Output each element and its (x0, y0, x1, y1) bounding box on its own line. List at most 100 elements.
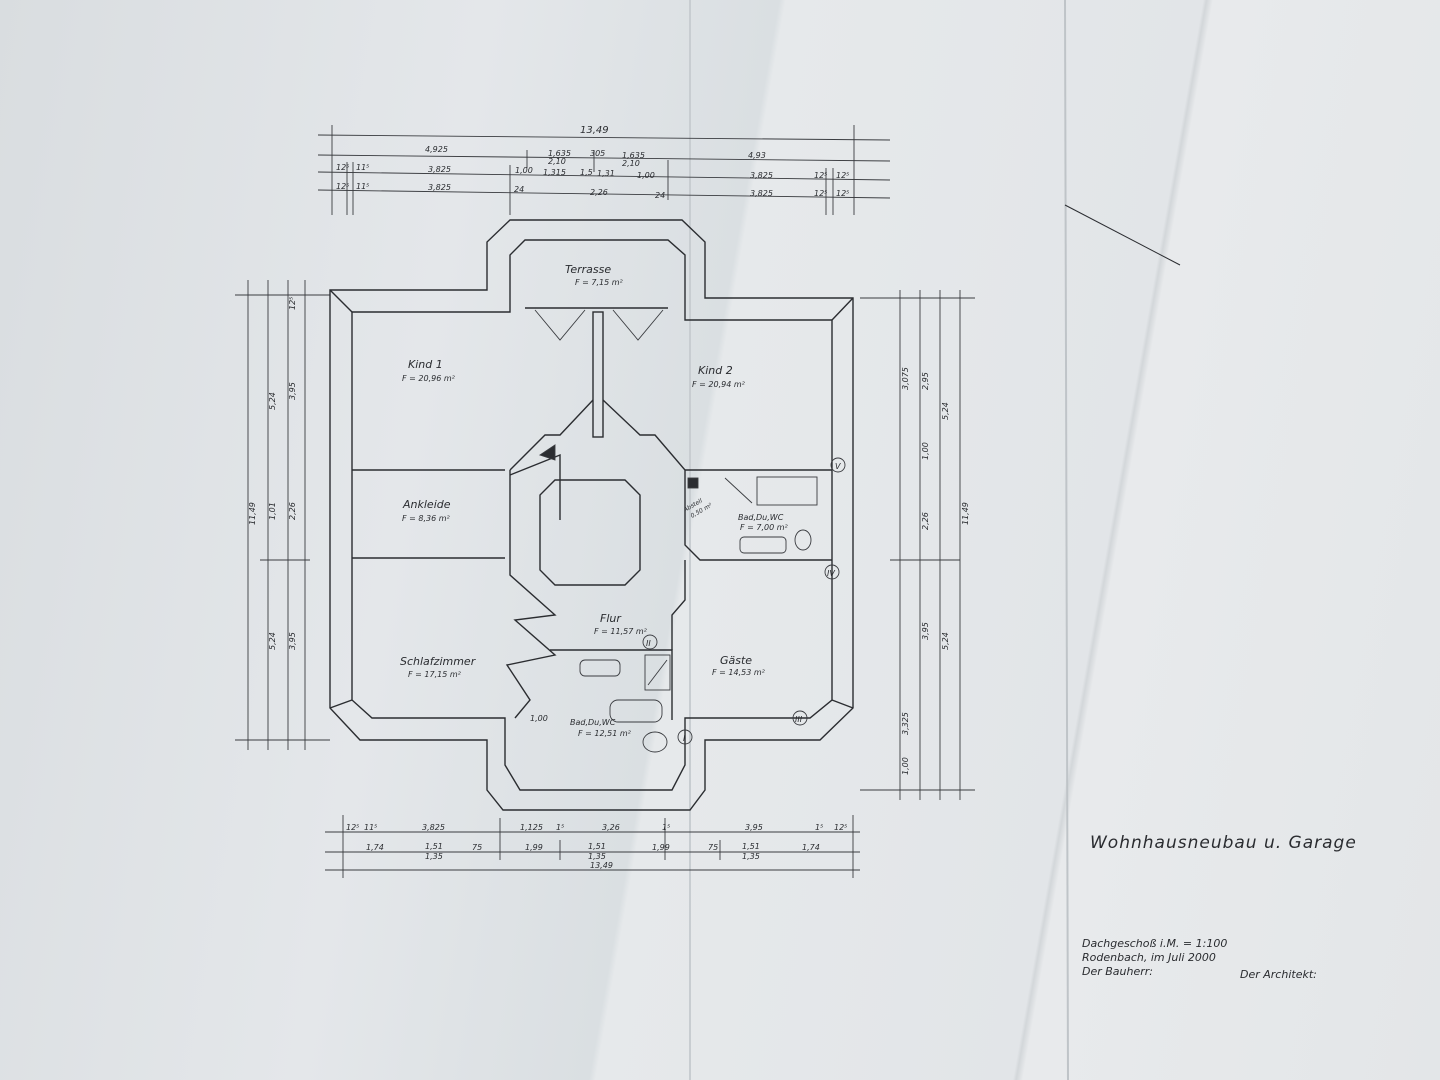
dim: 12⁵ (814, 171, 827, 180)
dim: 1,00 (515, 166, 533, 175)
room-area: F = 17,15 m² (408, 670, 462, 679)
dim: 1,35 (425, 852, 443, 861)
dim: 3,95 (745, 823, 763, 832)
section-mark: IV (827, 569, 835, 578)
dim: 1,635 (548, 149, 571, 158)
inline-dimension: 1,00 (530, 714, 548, 723)
exterior-walls (329, 219, 854, 811)
title-line-2: Rodenbach, im Juli 2000 (1082, 951, 1216, 964)
dim: 1,315 (543, 168, 566, 177)
dim: 1,01 (268, 502, 277, 520)
dim: 5,24 (941, 632, 950, 650)
dim: 3,325 (901, 712, 910, 735)
dim: 1,51 (742, 842, 760, 851)
dim: 12⁵ (288, 297, 297, 310)
dim: 75 (708, 843, 718, 852)
dim: 2,10 (548, 157, 566, 166)
dim: 1,31 (597, 169, 615, 178)
dim: 12⁵ (836, 189, 849, 198)
room-label: Bad,Du,WC (738, 513, 784, 522)
dim: 2,95 (921, 372, 930, 390)
room-label: Flur (600, 612, 622, 625)
room-area: F = 8,36 m² (402, 514, 451, 523)
interior-walls (352, 307, 832, 720)
dim: 5,24 (941, 402, 950, 420)
dim: 1,51 (588, 842, 606, 851)
dim: 75 (472, 843, 482, 852)
dim: 4,925 (425, 145, 448, 154)
drawing-title: Wohnhausneubau u. Garage (1090, 833, 1357, 853)
dim: 1,74 (802, 843, 820, 852)
dim: 1,51 (425, 842, 443, 851)
room-label: Gäste (720, 654, 752, 667)
room-label: Terrasse (565, 263, 611, 276)
dim: 3,95 (288, 632, 297, 650)
top-dimension-lines (317, 125, 891, 215)
dim: 1,125 (520, 823, 543, 832)
dim: 2,26 (590, 188, 608, 197)
dim: 11⁵ (356, 163, 369, 172)
section-mark: III (795, 715, 803, 724)
dim: 1,00 (637, 171, 655, 180)
dim: 11,49 (961, 502, 970, 525)
dim: 1⁵ (662, 823, 670, 832)
fold-line (1064, 0, 1069, 1080)
dim: 11⁵ (364, 823, 377, 832)
title-line-1: Dachgeschoß i.M. = 1:100 (1082, 937, 1227, 950)
dim: 5,24 (268, 392, 277, 410)
dim: 1,35 (588, 852, 606, 861)
section-mark: I (683, 734, 686, 743)
dim: 12⁵ (336, 182, 349, 191)
dim: 24 (514, 185, 524, 194)
dim: 3,825 (428, 183, 451, 192)
dim: 12⁵ (836, 171, 849, 180)
dim-overall-top: 13,49 (580, 125, 609, 136)
dim: 12⁵ (814, 189, 827, 198)
room-label: Bad,Du,WC (570, 718, 616, 727)
dim: 24 (655, 191, 665, 200)
dim: 305 (590, 149, 605, 158)
side-dimension-lines (235, 280, 975, 800)
dim: 12⁵ (336, 163, 349, 172)
dim: 1,99 (652, 843, 670, 852)
owner-label: Der Bauherr: (1082, 965, 1153, 978)
room-area: F = 14,53 m² (712, 668, 766, 677)
dim: 1,635 (622, 151, 645, 160)
dim: 1,00 (921, 442, 930, 460)
dim: 3,825 (750, 189, 773, 198)
section-marks: V IV II I III (642, 457, 846, 745)
room-area: F = 12,51 m² (578, 729, 632, 738)
dim: 1,00 (901, 757, 910, 775)
bottom-dimension-lines (325, 815, 860, 878)
architect-label: Der Architekt: (1240, 968, 1317, 981)
section-mark: V (835, 462, 841, 471)
dim: 11,49 (248, 502, 257, 525)
dim: 1,99 (525, 843, 543, 852)
dim: 3,825 (750, 171, 773, 180)
room-area: F = 11,57 m² (594, 627, 648, 636)
dim: 12⁵ (834, 823, 847, 832)
room-label: Ankleide (402, 498, 451, 511)
dim: 2,10 (622, 159, 640, 168)
room-area: F = 20,94 m² (692, 380, 746, 389)
pen-mark (1064, 204, 1181, 266)
dim: 11⁵ (356, 182, 369, 191)
room-area: F = 7,00 m² (740, 523, 789, 532)
room-label: Schlafzimmer (400, 655, 477, 668)
room-label: Kind 2 (698, 364, 733, 377)
fixtures (534, 309, 818, 753)
section-mark: II (646, 639, 651, 648)
room-area: F = 7,15 m² (575, 278, 624, 287)
dim: 5,24 (268, 632, 277, 650)
dim: 12⁵ (346, 823, 359, 832)
dim: 1,5 (580, 168, 593, 177)
dim-overall-bottom: 13,49 (590, 861, 613, 870)
dim: 1,35 (742, 852, 760, 861)
dim: 4,93 (748, 151, 766, 160)
dim: 1⁵ (815, 823, 823, 832)
dim: 1⁵ (556, 823, 564, 832)
dim: 3,825 (422, 823, 445, 832)
dim: 3,95 (288, 382, 297, 400)
dim: 3,26 (602, 823, 620, 832)
